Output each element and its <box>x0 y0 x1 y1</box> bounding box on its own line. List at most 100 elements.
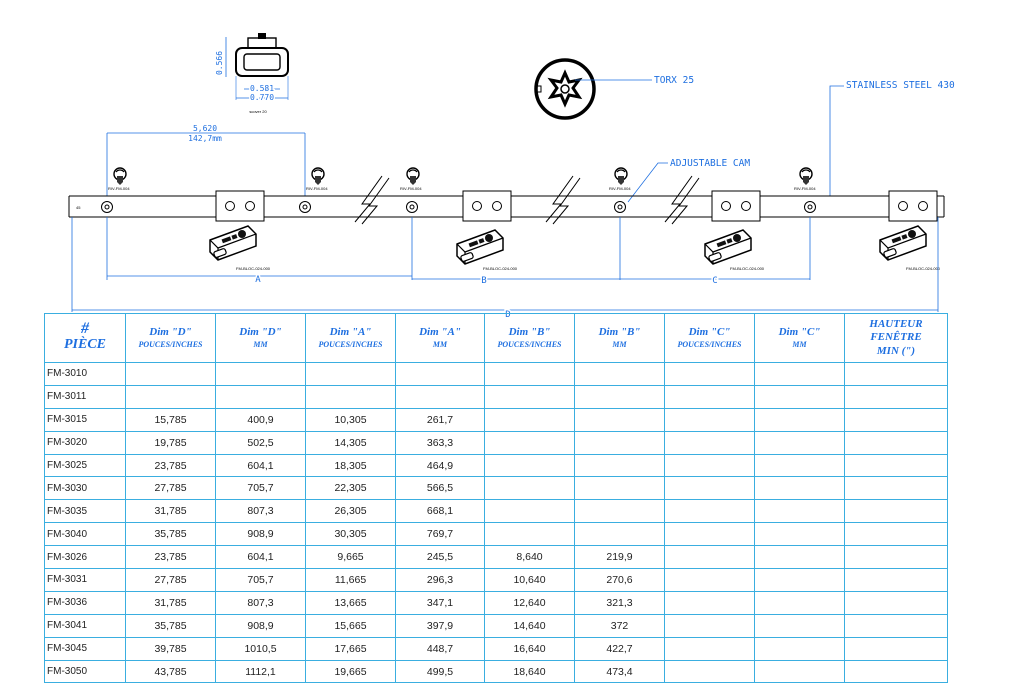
table-cell: 23,785 <box>125 545 216 570</box>
table-cell <box>664 568 755 592</box>
spacing-inches: 5,620 <box>193 124 217 133</box>
table-cell <box>484 384 575 409</box>
table-cell <box>754 430 845 455</box>
header-dim-c-in: Dim "C"POUCES/INCHES <box>664 313 755 363</box>
table-cell: 261,7 <box>395 407 485 432</box>
profile-dim-outer: 0.770 <box>250 93 274 102</box>
table-cell <box>754 590 845 615</box>
table-cell <box>844 522 948 547</box>
header-dim-a-mm: Dim "A"MM <box>395 313 485 363</box>
table-cell <box>754 453 845 478</box>
table-cell <box>754 476 845 501</box>
svg-text:RIV-FM-004: RIV-FM-004 <box>400 186 422 191</box>
table-cell <box>664 430 755 455</box>
table-cell <box>754 659 845 683</box>
table-cell: 12,640 <box>484 590 575 615</box>
header-dim-d-mm: Dim "D"MM <box>215 313 306 363</box>
profile-dim-inner: 0.581 <box>250 84 274 93</box>
table-cell: 27,785 <box>125 568 216 592</box>
table-cell: 15,665 <box>305 613 396 638</box>
table-cell: 35,785 <box>125 613 216 638</box>
bar-blocks <box>215 190 938 222</box>
table-cell <box>844 453 948 478</box>
table-cell: 15,785 <box>125 407 216 432</box>
table-cell <box>574 362 665 386</box>
table-cell-piece: FM-3010 <box>44 362 126 386</box>
table-cell: 705,7 <box>215 476 306 501</box>
bar-end-code: 45 <box>76 205 81 210</box>
lock-block-icon <box>209 225 927 265</box>
table-cell-piece: FM-3041 <box>44 613 126 638</box>
table-cell: 18,640 <box>484 659 575 683</box>
table-cell <box>754 499 845 524</box>
table-cell: 363,3 <box>395 430 485 455</box>
table-cell: 400,9 <box>215 407 306 432</box>
table-cell <box>754 407 845 432</box>
table-cell <box>844 499 948 524</box>
header-dim-a-in: Dim "A"POUCES/INCHES <box>305 313 396 363</box>
table-cell: 30,305 <box>305 522 396 547</box>
table-row: FM-3010 <box>44 362 948 386</box>
table-cell: 1010,5 <box>215 636 306 661</box>
table-cell: 9,665 <box>305 545 396 570</box>
table-cell: 27,785 <box>125 476 216 501</box>
table-cell <box>484 362 575 386</box>
table-header-row: #PIÈCE Dim "D"POUCES/INCHES Dim "D"MM Di… <box>44 313 948 363</box>
screw-icon <box>113 167 813 186</box>
table-cell: 604,1 <box>215 453 306 478</box>
table-cell: 14,640 <box>484 613 575 638</box>
table-cell: 397,9 <box>395 613 485 638</box>
table-cell-piece: FM-3040 <box>44 522 126 547</box>
table-cell <box>574 430 665 455</box>
table-cell: 26,305 <box>305 499 396 524</box>
table-cell: 219,9 <box>574 545 665 570</box>
table-cell: 270,6 <box>574 568 665 592</box>
svg-text:FM-BLOC-024-000: FM-BLOC-024-000 <box>906 266 941 271</box>
table-cell: 39,785 <box>125 636 216 661</box>
table-cell: 347,1 <box>395 590 485 615</box>
table-cell: 19,785 <box>125 430 216 455</box>
table-cell <box>754 636 845 661</box>
table-cell <box>484 476 575 501</box>
table-cell: 1112,1 <box>215 659 306 683</box>
table-cell <box>484 499 575 524</box>
header-dim-d-in: Dim "D"POUCES/INCHES <box>125 313 216 363</box>
table-cell <box>844 407 948 432</box>
table-cell <box>574 522 665 547</box>
table-row: FM-3011 <box>44 384 948 409</box>
table-cell: 17,665 <box>305 636 396 661</box>
break-marks <box>354 175 700 225</box>
torx-label: TORX 25 <box>654 75 694 86</box>
table-cell <box>754 522 845 547</box>
table-cell <box>664 522 755 547</box>
table-cell: 604,1 <box>215 545 306 570</box>
table-cell: 502,5 <box>215 430 306 455</box>
table-cell-piece: FM-3031 <box>44 568 126 592</box>
table-cell <box>844 659 948 683</box>
table-cell-piece: FM-3025 <box>44 453 126 478</box>
table-cell <box>484 522 575 547</box>
table-cell <box>664 499 755 524</box>
table-cell-piece: FM-3035 <box>44 499 126 524</box>
table-cell: 908,9 <box>215 522 306 547</box>
profile-caption: scover 20 <box>249 109 267 114</box>
table-cell-piece: FM-3030 <box>44 476 126 501</box>
table-cell: 769,7 <box>395 522 485 547</box>
svg-text:FM-BLOC-024-000: FM-BLOC-024-000 <box>730 266 765 271</box>
dim-label-a: A <box>255 275 261 285</box>
table-cell: 35,785 <box>125 522 216 547</box>
table-cell: 31,785 <box>125 590 216 615</box>
table-cell: 11,665 <box>305 568 396 592</box>
svg-text:RIV-FM-004: RIV-FM-004 <box>794 186 816 191</box>
